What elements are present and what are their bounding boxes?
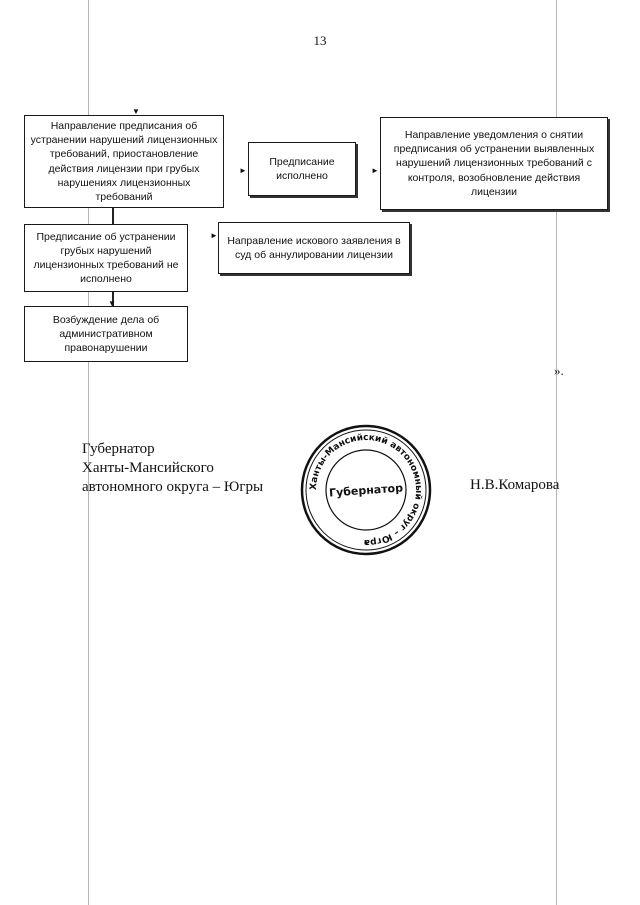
arrow-down-icon: ▼: [132, 107, 140, 116]
flow-box-admin-case: Возбуждение дела об административном пра…: [24, 306, 188, 362]
signature-title-line: Губернатор: [82, 441, 155, 457]
signature-title: Губернатор Ханты-Мансийского автономного…: [82, 440, 263, 497]
flow-box-not-fulfilled: Предписание об устранении грубых нарушен…: [24, 224, 188, 292]
page-number: 13: [313, 33, 327, 48]
arrow-right-icon: ►: [239, 166, 247, 175]
flow-box-fulfilled: Предписание исполнено: [248, 142, 356, 196]
arrow-right-icon: ►: [210, 231, 218, 240]
scan-line-right: [556, 0, 557, 905]
signature-title-line: Ханты-Мансийского: [82, 460, 214, 476]
flow-box-prescription: Направление предписания об устранении на…: [24, 115, 224, 208]
flow-box-notification: Направление уведомления о снятии предпис…: [380, 117, 608, 210]
arrow-right-icon: ►: [371, 166, 379, 175]
connector-line: [112, 208, 114, 224]
official-stamp-seal: Ханты-Мансийский автономный округ – Югра…: [300, 424, 432, 556]
signatory-name: Н.В.Комарова: [470, 477, 560, 493]
arrow-down-icon: ▼: [108, 299, 116, 308]
signature-title-line: автономного округа – Югры: [82, 479, 264, 495]
flow-box-lawsuit: Направление искового заявления в суд об …: [218, 222, 410, 274]
connector-line: [112, 292, 114, 306]
closing-quote-mark: ».: [554, 363, 564, 378]
svg-text:Губернатор: Губернатор: [329, 481, 404, 499]
scan-line-left: [88, 0, 89, 905]
